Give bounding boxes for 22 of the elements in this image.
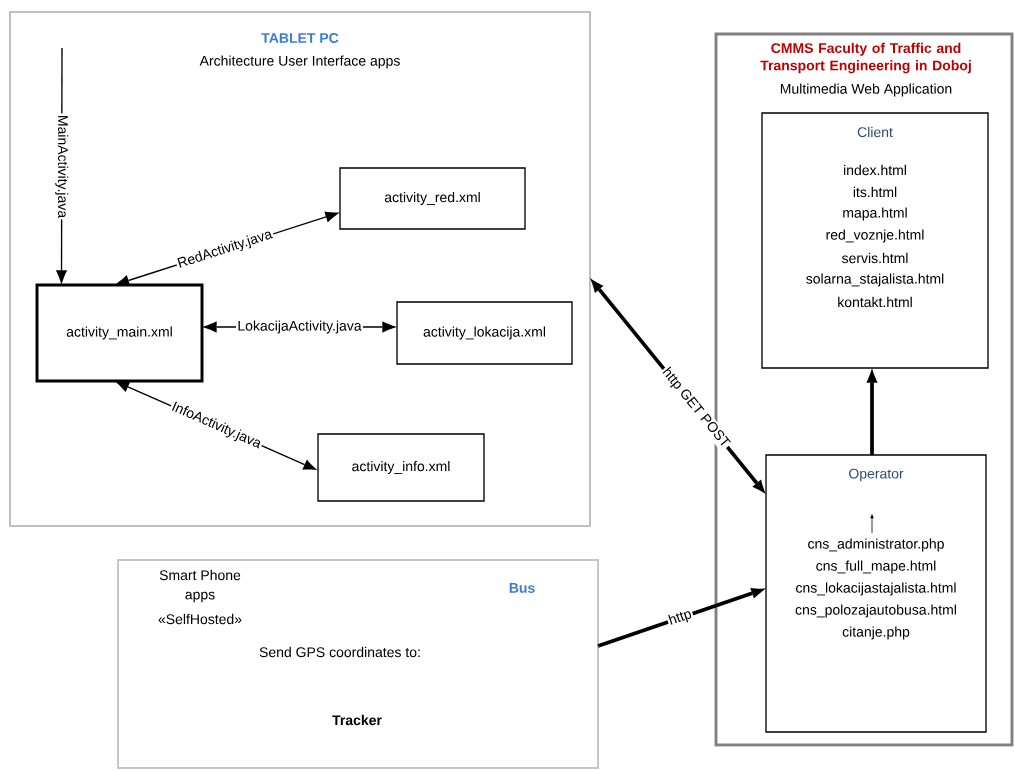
edge-label: http (665, 606, 696, 630)
text-box: Client index.html its.html mapa.html red_voznje.html servis.html solarna_stajalista.html kontakt.html (761, 112, 989, 369)
text-box: Smart Phone Bus apps «SelfHosted» Send GPS coordinates to: Tracker (117, 559, 599, 769)
node-label: citanje.php (842, 626, 910, 640)
panel-title: TABLET PC (261, 33, 339, 43)
node-label: cns_administrator.php (808, 538, 944, 552)
arrow (866, 368, 878, 455)
file-box: activity_main.xml (35, 283, 204, 383)
node-label: cns_lokacijastajalista.html (796, 582, 956, 596)
panel-subtitle: Architecture User Interface apps (199, 55, 400, 69)
arrow (597, 587, 766, 648)
file-box: activity_red.xml (339, 167, 526, 230)
node-label: Operator (849, 468, 904, 482)
file-box: activity_info.xml (317, 433, 485, 502)
file-box: activity_lokacija.xml (396, 301, 573, 365)
panel-title: CMMS Faculty of Traffic and Transport Engineering in Doboj (760, 42, 971, 74)
panel-subtitle: Multimedia Web Application (780, 83, 952, 97)
text-box: Operator cns_administrator.php cns_full_mape.html cns_lokacijastajalista.html cns_polozajautobusa.html citanje.php (765, 454, 987, 733)
edge-label: MainActivity.java (53, 113, 70, 220)
edge-label: LokacijaActivity.java (236, 319, 363, 335)
node-label: cns_full_mape.html (816, 560, 936, 574)
node-label: cns_polozajautobusa.html (795, 604, 956, 618)
